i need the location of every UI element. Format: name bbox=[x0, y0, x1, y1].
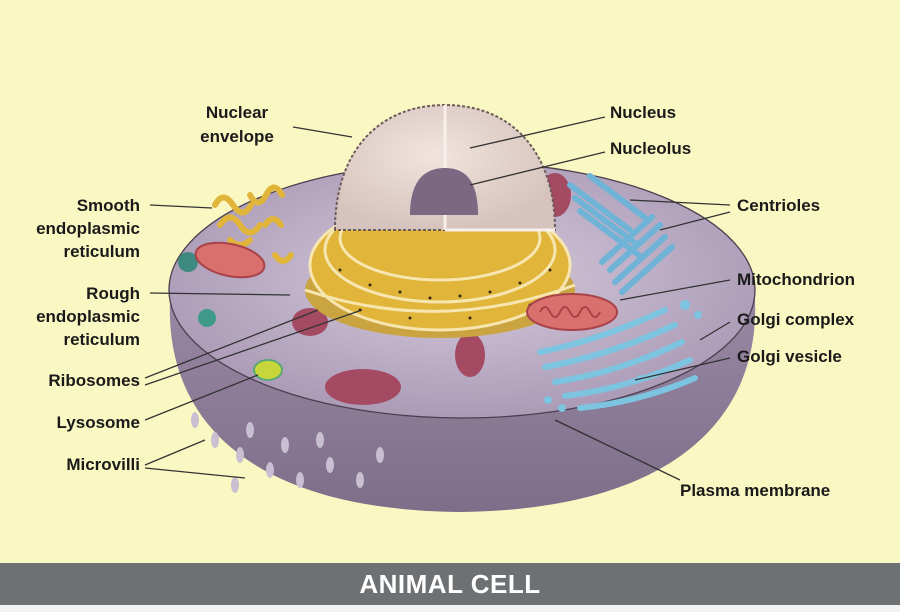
leader-lines bbox=[144, 116, 731, 481]
label-smooth-er-2: endoplasmic bbox=[36, 219, 140, 238]
vesicle bbox=[178, 252, 198, 272]
microvilli-bumps bbox=[191, 412, 384, 493]
label-microvilli: Microvilli bbox=[66, 455, 140, 474]
mitochondria bbox=[194, 241, 618, 331]
label-rough-er-1: Rough bbox=[86, 284, 140, 303]
label-lysosome: Lysosome bbox=[57, 413, 140, 432]
label-ribosomes: Ribosomes bbox=[48, 371, 140, 390]
label-golgi-complex: Golgi complex bbox=[737, 310, 855, 329]
label-nuclear-envelope-2: envelope bbox=[200, 127, 274, 146]
smooth-er bbox=[212, 184, 294, 264]
label-golgi-vesicle: Golgi vesicle bbox=[737, 347, 842, 366]
label-centrioles: Centrioles bbox=[737, 196, 820, 215]
label-rough-er-2: endoplasmic bbox=[36, 307, 140, 326]
label-rough-er-3: reticulum bbox=[63, 330, 140, 349]
label-smooth-er-1: Smooth bbox=[77, 196, 140, 215]
lysosome bbox=[253, 359, 283, 381]
label-nucleus: Nucleus bbox=[610, 103, 676, 122]
label-plasma-membrane: Plasma membrane bbox=[680, 481, 830, 500]
vesicle bbox=[198, 309, 216, 327]
label-nuclear-envelope-1: Nuclear bbox=[206, 103, 269, 122]
label-nucleolus: Nucleolus bbox=[610, 139, 691, 158]
diagram-title: ANIMAL CELL bbox=[0, 563, 900, 605]
bottom-strip bbox=[0, 605, 900, 612]
rough-er bbox=[304, 194, 576, 338]
centrioles bbox=[567, 173, 675, 295]
label-mitochondrion: Mitochondrion bbox=[737, 270, 855, 289]
nucleus bbox=[333, 103, 557, 232]
label-smooth-er-3: reticulum bbox=[63, 242, 140, 261]
labels: Nuclear envelope Smooth endoplasmic reti… bbox=[36, 103, 855, 500]
golgi-complex bbox=[537, 300, 702, 412]
